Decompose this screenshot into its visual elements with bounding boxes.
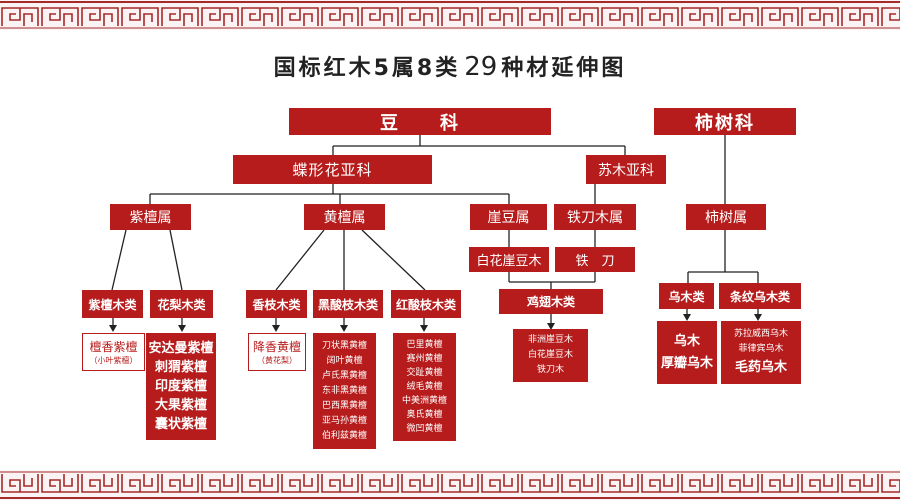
subfamily-sumu: 苏木亚科 (586, 155, 666, 184)
species-item: 交趾黄檀 (406, 368, 443, 378)
species-main: 檀香紫檀 (89, 340, 138, 354)
family-dou: 豆 科 (289, 108, 551, 135)
top-fret-border (0, 0, 900, 30)
species-item: 毛药乌木 (734, 359, 787, 375)
species-item: 微凹黄檀 (406, 424, 443, 434)
species-item: 奥氏黄檀 (406, 410, 443, 420)
species-xiangzhi: 降香黄檀 （黄花梨） (248, 333, 306, 371)
genus-huangtan: 黄檀属 (304, 204, 385, 230)
category-tiaowen: 条纹乌木类 (719, 283, 801, 309)
species-item: 菲律宾乌木 (738, 343, 784, 354)
species-item: 东非黑黄檀 (321, 385, 367, 396)
species-item: 卢氏黑黄檀 (321, 370, 367, 381)
species-item: 阔叶黄檀 (326, 355, 363, 366)
genus-zitan: 紫檀属 (110, 204, 191, 230)
category-heisuanzhi: 黑酸枝木类 (313, 290, 383, 318)
family-shi: 柿树科 (654, 108, 796, 135)
species-hongsuanzhi: 巴里黄檀 赛州黄檀 交趾黄檀 绒毛黄檀 中美洲黄檀 奥氏黄檀 微凹黄檀 (393, 333, 456, 441)
species-item: 印度紫檀 (154, 379, 207, 394)
node-tiedao: 铁 刀 (555, 247, 635, 272)
node-baihua: 白花崖豆木 (469, 247, 549, 272)
species-tiaowen: 苏拉威西乌木 菲律宾乌木 毛药乌木 (721, 321, 801, 384)
category-xiangzhi: 香枝木类 (246, 290, 307, 318)
species-item: 刺猬紫檀 (154, 360, 207, 375)
species-item: 非洲崖豆木 (527, 335, 573, 345)
species-heisuanzhi: 刀状黑黄檀 阔叶黄檀 卢氏黑黄檀 东非黑黄檀 巴西黑黄檀 亚马孙黄檀 伯利兹黄檀 (313, 333, 376, 449)
species-item: 囊状紫檀 (154, 417, 207, 432)
species-jichimu: 非洲崖豆木 白花崖豆木 铁刀木 (513, 329, 588, 382)
species-item: 中美洲黄檀 (401, 396, 447, 406)
category-wumu: 乌木类 (659, 283, 714, 309)
species-item: 伯利兹黄檀 (321, 430, 367, 441)
species-item: 大果紫檀 (154, 398, 207, 413)
species-item: 乌木 (673, 333, 700, 349)
genus-yadou: 崖豆属 (470, 204, 547, 230)
fret-pattern-bottom (0, 471, 900, 499)
category-hongsuanzhi: 红酸枝木类 (391, 290, 461, 318)
species-item: 赛州黄檀 (406, 354, 443, 364)
species-item: 刀状黑黄檀 (321, 340, 367, 351)
species-item: 绒毛黄檀 (406, 382, 443, 392)
category-zitanmu: 紫檀木类 (82, 290, 143, 318)
species-hualimu: 安达曼紫檀 刺猬紫檀 印度紫檀 大果紫檀 囊状紫檀 (146, 333, 216, 440)
category-jichimu: 鸡翅木类 (499, 289, 603, 314)
subfamily-diexing: 蝶形花亚科 (233, 155, 432, 184)
species-item: 铁刀木 (536, 365, 564, 375)
species-item: 厚瓣乌木 (660, 355, 713, 371)
species-wumu: 乌木 厚瓣乌木 (657, 321, 717, 384)
genus-shishu: 柿树属 (686, 204, 766, 230)
species-item: 苏拉威西乌木 (733, 328, 788, 339)
species-main: 降香黄檀 (252, 340, 301, 354)
genus-tiedao: 铁刀木属 (554, 204, 636, 230)
species-item: 安达曼紫檀 (148, 341, 214, 356)
bottom-fret-border (0, 470, 900, 500)
species-note: （黄花梨） (257, 356, 297, 365)
category-hualimu: 花梨木类 (150, 290, 213, 318)
species-note: （小叶紫檀） (89, 356, 138, 365)
species-item: 白花崖豆木 (527, 350, 573, 360)
species-item: 巴里黄檀 (406, 340, 443, 350)
species-item: 亚马孙黄檀 (321, 415, 367, 426)
species-zitanmu: 檀香紫檀 （小叶紫檀） (82, 333, 145, 371)
species-item: 巴西黑黄檀 (321, 400, 367, 411)
fret-pattern-top (0, 1, 900, 29)
